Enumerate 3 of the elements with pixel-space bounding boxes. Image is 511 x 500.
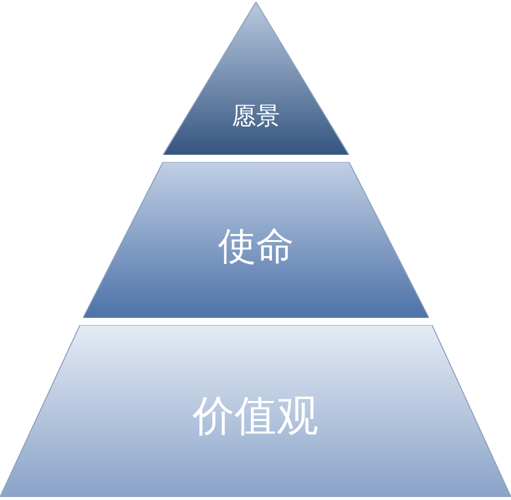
tier-label: 价值观 bbox=[192, 391, 318, 440]
tier-label: 使命 bbox=[218, 224, 294, 268]
tier-label: 愿景 bbox=[232, 102, 280, 130]
